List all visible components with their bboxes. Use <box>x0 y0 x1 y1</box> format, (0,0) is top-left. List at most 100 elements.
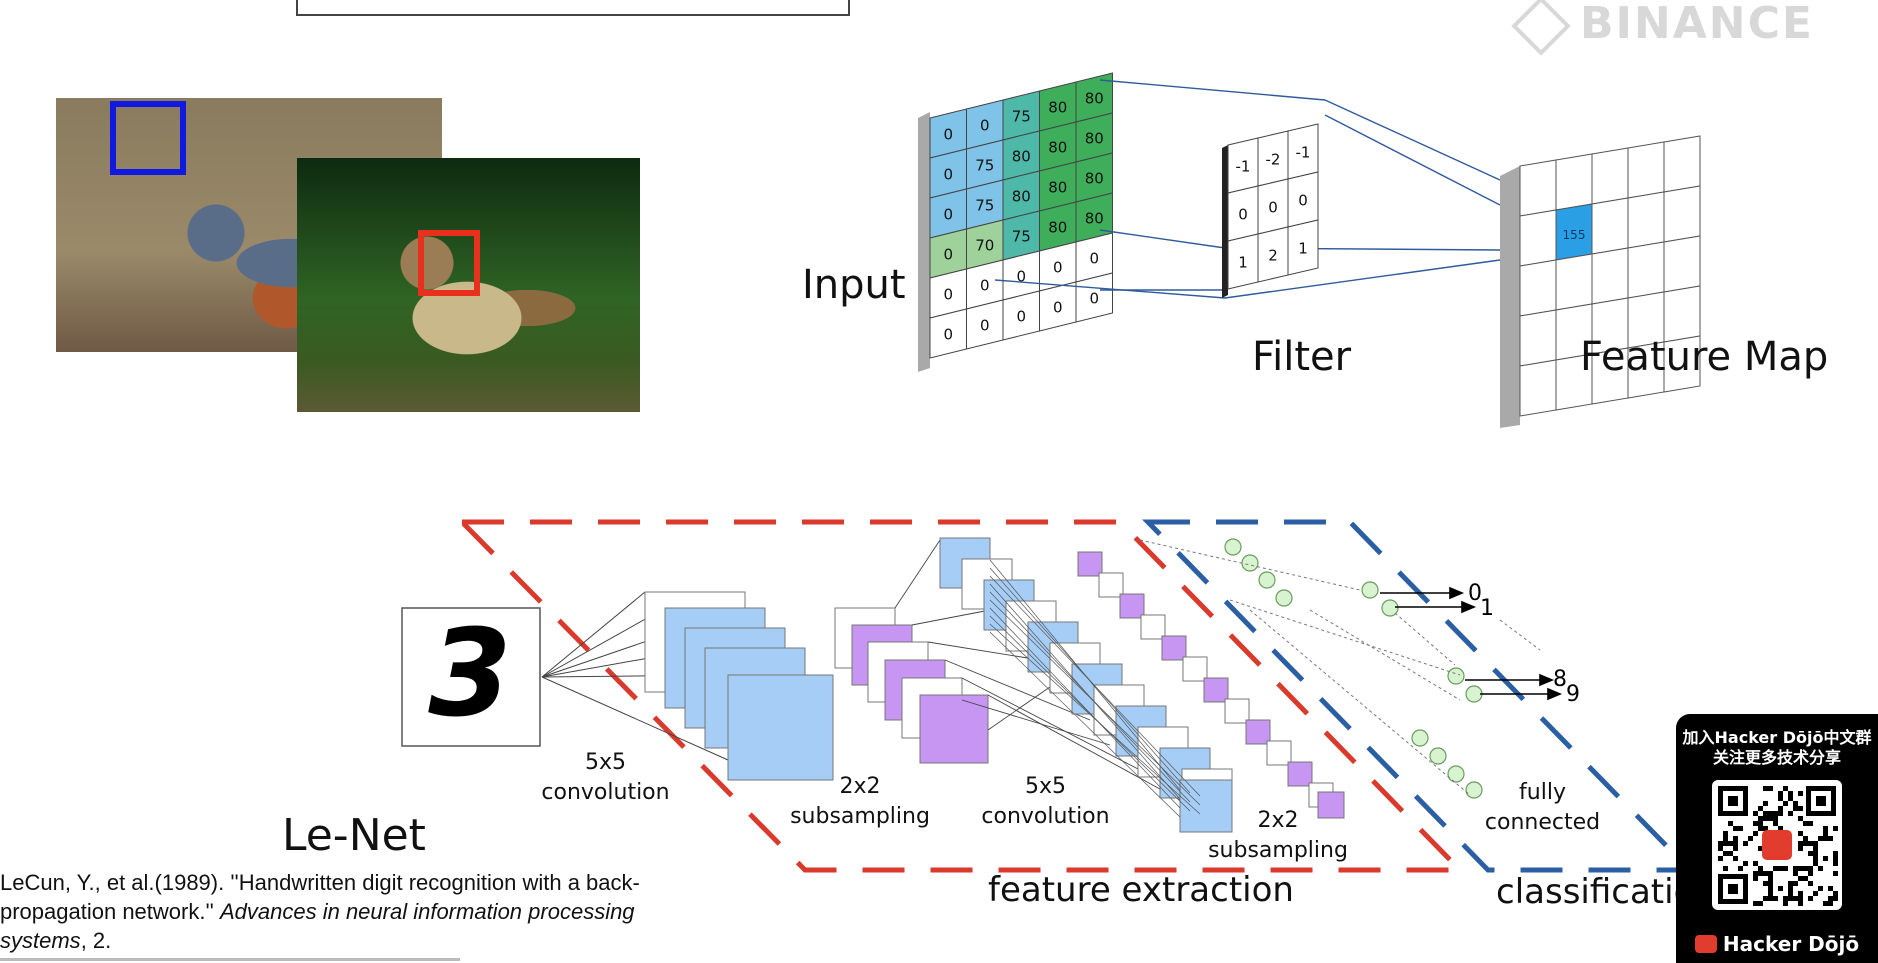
feature-cell <box>1627 141 1665 199</box>
qr-module <box>1778 811 1783 816</box>
fc-node <box>1429 747 1447 765</box>
qr-module <box>1833 861 1838 866</box>
filter-cell-value: -1 <box>1236 158 1251 176</box>
qr-module <box>1778 866 1783 871</box>
qr-panel: 加入Hacker Dōjō中文群 关注更多技术分享 Hacker Dōjō <box>1676 714 1878 963</box>
qr-module <box>1828 896 1833 901</box>
qr-code-icon <box>1712 780 1842 910</box>
input-cell-value: 0 <box>943 206 953 224</box>
qr-module <box>1783 866 1788 871</box>
input-cell-value: 0 <box>943 166 953 184</box>
sub2-map <box>1224 698 1250 724</box>
qr-module <box>1818 836 1823 841</box>
conv1-label: 5x5 convolution <box>541 750 670 805</box>
qr-module <box>1803 836 1808 841</box>
qr-module <box>1753 871 1758 876</box>
fc-nodes <box>1224 538 1483 799</box>
input-cell-value: 80 <box>1048 139 1067 157</box>
classification-label: classificatio <box>1496 872 1695 912</box>
qr-module <box>1783 901 1788 906</box>
qr-module <box>1798 791 1803 796</box>
fc-node <box>1465 781 1483 799</box>
feature-cell <box>1627 191 1665 249</box>
qr-module <box>1763 801 1768 806</box>
citation: LeCun, Y., et al.(1989). ''Handwritten d… <box>0 868 700 955</box>
qr-module <box>1813 846 1818 851</box>
qr-module <box>1798 816 1803 821</box>
qr-module <box>1753 861 1758 866</box>
qr-module <box>1783 786 1788 791</box>
bird1-highlight-box <box>110 101 186 175</box>
filter-slab-edge <box>1222 145 1228 298</box>
qr-module <box>1793 866 1798 871</box>
sub2-map <box>1077 551 1103 577</box>
qr-finder-core <box>1728 796 1738 806</box>
input-cell-value: 0 <box>1016 308 1026 326</box>
qr-module <box>1768 876 1773 881</box>
qr-module <box>1823 826 1828 831</box>
conv2-connection <box>989 591 1191 803</box>
qr-module <box>1733 846 1738 851</box>
filter-cell-value: 0 <box>1268 199 1278 217</box>
qr-module <box>1778 796 1783 801</box>
qr-module <box>1828 836 1833 841</box>
qr-module <box>1758 821 1763 826</box>
digit-glyph: 3 <box>428 605 512 744</box>
sub1-conv2-lines <box>894 539 1181 801</box>
input-cell-value: 0 <box>943 326 953 344</box>
input-cell-value: 80 <box>1048 219 1067 237</box>
binance-text: BINANCE <box>1580 0 1814 49</box>
conv2-map <box>1179 779 1233 833</box>
qr-module <box>1788 791 1793 796</box>
qr-brand-text: Hacker Dōjō <box>1722 932 1860 956</box>
qr-module <box>1773 866 1778 871</box>
output-0: 0 <box>1468 581 1482 606</box>
feature-cell <box>1663 185 1701 243</box>
qr-module <box>1753 901 1758 906</box>
feature-grid: 155 <box>1519 135 1701 417</box>
fc-node <box>1241 554 1259 572</box>
digit-input-box <box>401 607 541 747</box>
qr-module <box>1768 786 1773 791</box>
qr-module <box>1718 856 1723 861</box>
qr-module <box>1778 826 1783 831</box>
qr-module <box>1778 806 1783 811</box>
dotted-connections <box>1139 539 1541 796</box>
qr-module <box>1758 846 1763 851</box>
fc-node <box>1381 599 1399 617</box>
sub2-map <box>1203 677 1229 703</box>
hacker-dojo-logo-icon <box>1694 935 1717 953</box>
citation-tail: , 2. <box>80 928 112 953</box>
filter-cell-value: -2 <box>1266 151 1281 169</box>
qr-module <box>1803 821 1808 826</box>
filter-cell-value: -1 <box>1296 144 1311 162</box>
top-frame-edge <box>296 0 850 16</box>
qr-finder-core <box>1816 796 1826 806</box>
qr-module <box>1773 811 1778 816</box>
input-cell-value: 0 <box>1053 259 1063 277</box>
feature-cell <box>1591 197 1629 255</box>
qr-module <box>1763 786 1768 791</box>
feature-cell <box>1519 159 1557 217</box>
qr-module <box>1798 876 1803 881</box>
qr-module <box>1758 901 1763 906</box>
input-cell <box>1075 272 1113 323</box>
input-cell-value: 0 <box>980 317 990 335</box>
qr-module <box>1763 871 1768 876</box>
fc-node <box>1275 589 1293 607</box>
conv2-connection <box>989 599 1201 806</box>
qr-module <box>1798 896 1803 901</box>
sub2-label: 2x2 subsampling <box>1208 808 1348 863</box>
fc-node <box>1258 571 1276 589</box>
qr-module <box>1808 841 1813 846</box>
input-cell-value: 75 <box>975 197 994 215</box>
qr-module <box>1788 896 1793 901</box>
filter-cell <box>1287 219 1319 276</box>
input-cell-value: 80 <box>1012 148 1031 166</box>
qr-module <box>1813 891 1818 896</box>
qr-module <box>1798 846 1803 851</box>
qr-module <box>1723 836 1728 841</box>
output-9: 9 <box>1566 682 1580 707</box>
fc-node <box>1224 538 1242 556</box>
